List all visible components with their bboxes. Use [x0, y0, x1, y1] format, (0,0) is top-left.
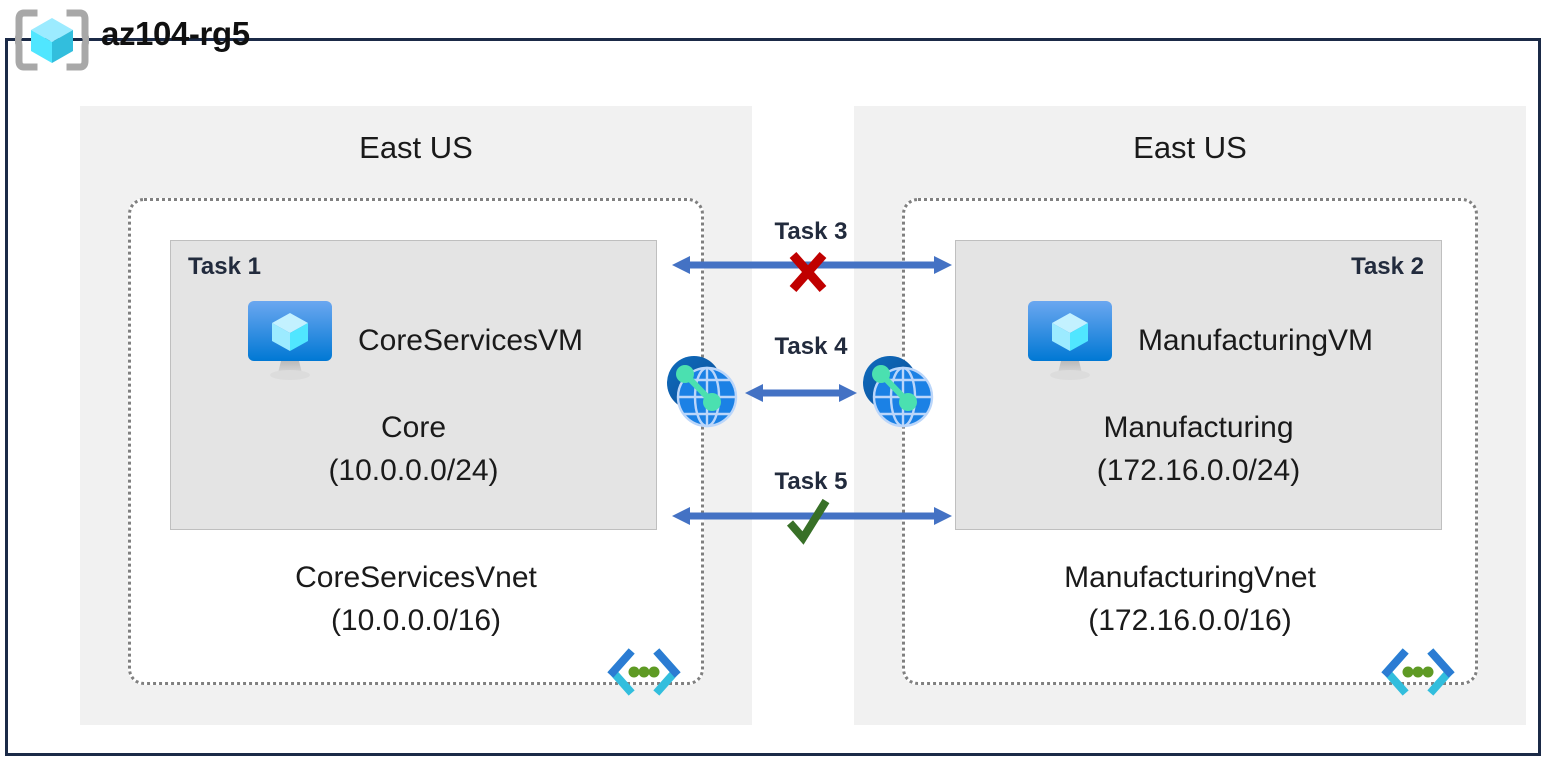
vnet-chevron-icon: [1381, 648, 1455, 696]
vnet-chevron-icon: [607, 648, 681, 696]
resource-group-cube-icon: [14, 9, 90, 71]
peering-icon: [667, 356, 738, 428]
virtual-machine-icon: [247, 301, 332, 380]
red-x-icon: [789, 252, 827, 292]
subnet-name-core: Core: [380, 411, 447, 444]
virtual-machine-icon: [1027, 301, 1112, 380]
resource-group-title: az104-rg5: [101, 15, 250, 52]
subnet-label-manufacturing: Manufacturing (172.16.0.0/24): [956, 407, 1441, 492]
subnet-prefix-manufacturing: (172.16.0.0/24): [1096, 453, 1301, 487]
vnet-label-core-services: CoreServicesVnet (10.0.0.0/16): [131, 557, 701, 642]
task-tag-task-1: Task 1: [188, 253, 261, 280]
vm-name-core-services: CoreServicesVM: [357, 324, 584, 357]
green-check-icon: [786, 498, 830, 545]
vm-core-services: CoreServicesVM: [171, 299, 656, 383]
vnet-core-services: Task 1: [128, 198, 704, 696]
vm-name-manufacturing: ManufacturingVM: [1137, 324, 1374, 357]
resource-group-frame: [5, 38, 1541, 756]
subnet-name-manufacturing: Manufacturing: [1103, 411, 1294, 444]
vnet-name-core-services: CoreServicesVnet: [295, 561, 537, 594]
vnet-name-manufacturing: ManufacturingVnet: [1064, 561, 1316, 594]
connection-label-task-5: Task 5: [774, 468, 848, 495]
region-label-left: East US: [359, 130, 473, 165]
vm-manufacturing: ManufacturingVM: [956, 299, 1441, 383]
region-label-right: East US: [1133, 130, 1247, 165]
peering-icon: [863, 356, 934, 428]
subnet-prefix-core: (10.0.0.0/24): [328, 453, 499, 487]
vnet-address-space-manufacturing: (172.16.0.0/16): [1088, 603, 1292, 637]
vnet-label-manufacturing: ManufacturingVnet (172.16.0.0/16): [905, 557, 1475, 642]
vnet-address-space-core-services: (10.0.0.0/16): [330, 603, 502, 637]
connection-label-task-3: Task 3: [774, 218, 848, 245]
task-tag-task-2: Task 2: [1351, 253, 1424, 280]
subnet-core: Task 1: [170, 240, 657, 530]
subnet-label-core: Core (10.0.0.0/24): [171, 407, 656, 492]
vnet-manufacturing: Task 2: [902, 198, 1478, 696]
connection-label-task-4: Task 4: [774, 333, 848, 360]
connection-arrow-task-4: [745, 384, 857, 402]
subnet-manufacturing: Task 2: [955, 240, 1442, 530]
